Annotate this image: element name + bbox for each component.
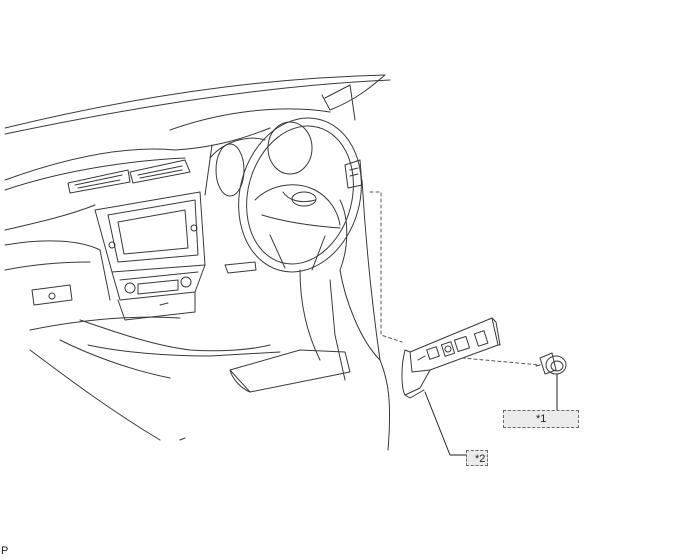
door-edge [361,179,391,451]
switch-panel-part [401,317,501,399]
callout-text-1: *1 [536,413,547,425]
dashed-leader-panel [369,191,403,343]
center-console [29,319,351,441]
page-letter: P [1,545,9,557]
dashboard-top [4,108,331,301]
center-stack [94,159,206,321]
windshield-outline [4,74,391,135]
instrument-cluster [204,121,313,197]
callout-text-2: *2 [475,453,486,465]
callout-leaders [424,373,558,456]
callout-label-part-2: *2 [466,450,488,466]
callout-label-part-1: *1 [503,410,579,428]
left-dash-panel [4,169,181,331]
dashed-leader-switch [461,357,541,366]
steering-wheel [224,117,362,274]
switch-knob-part [535,352,567,375]
